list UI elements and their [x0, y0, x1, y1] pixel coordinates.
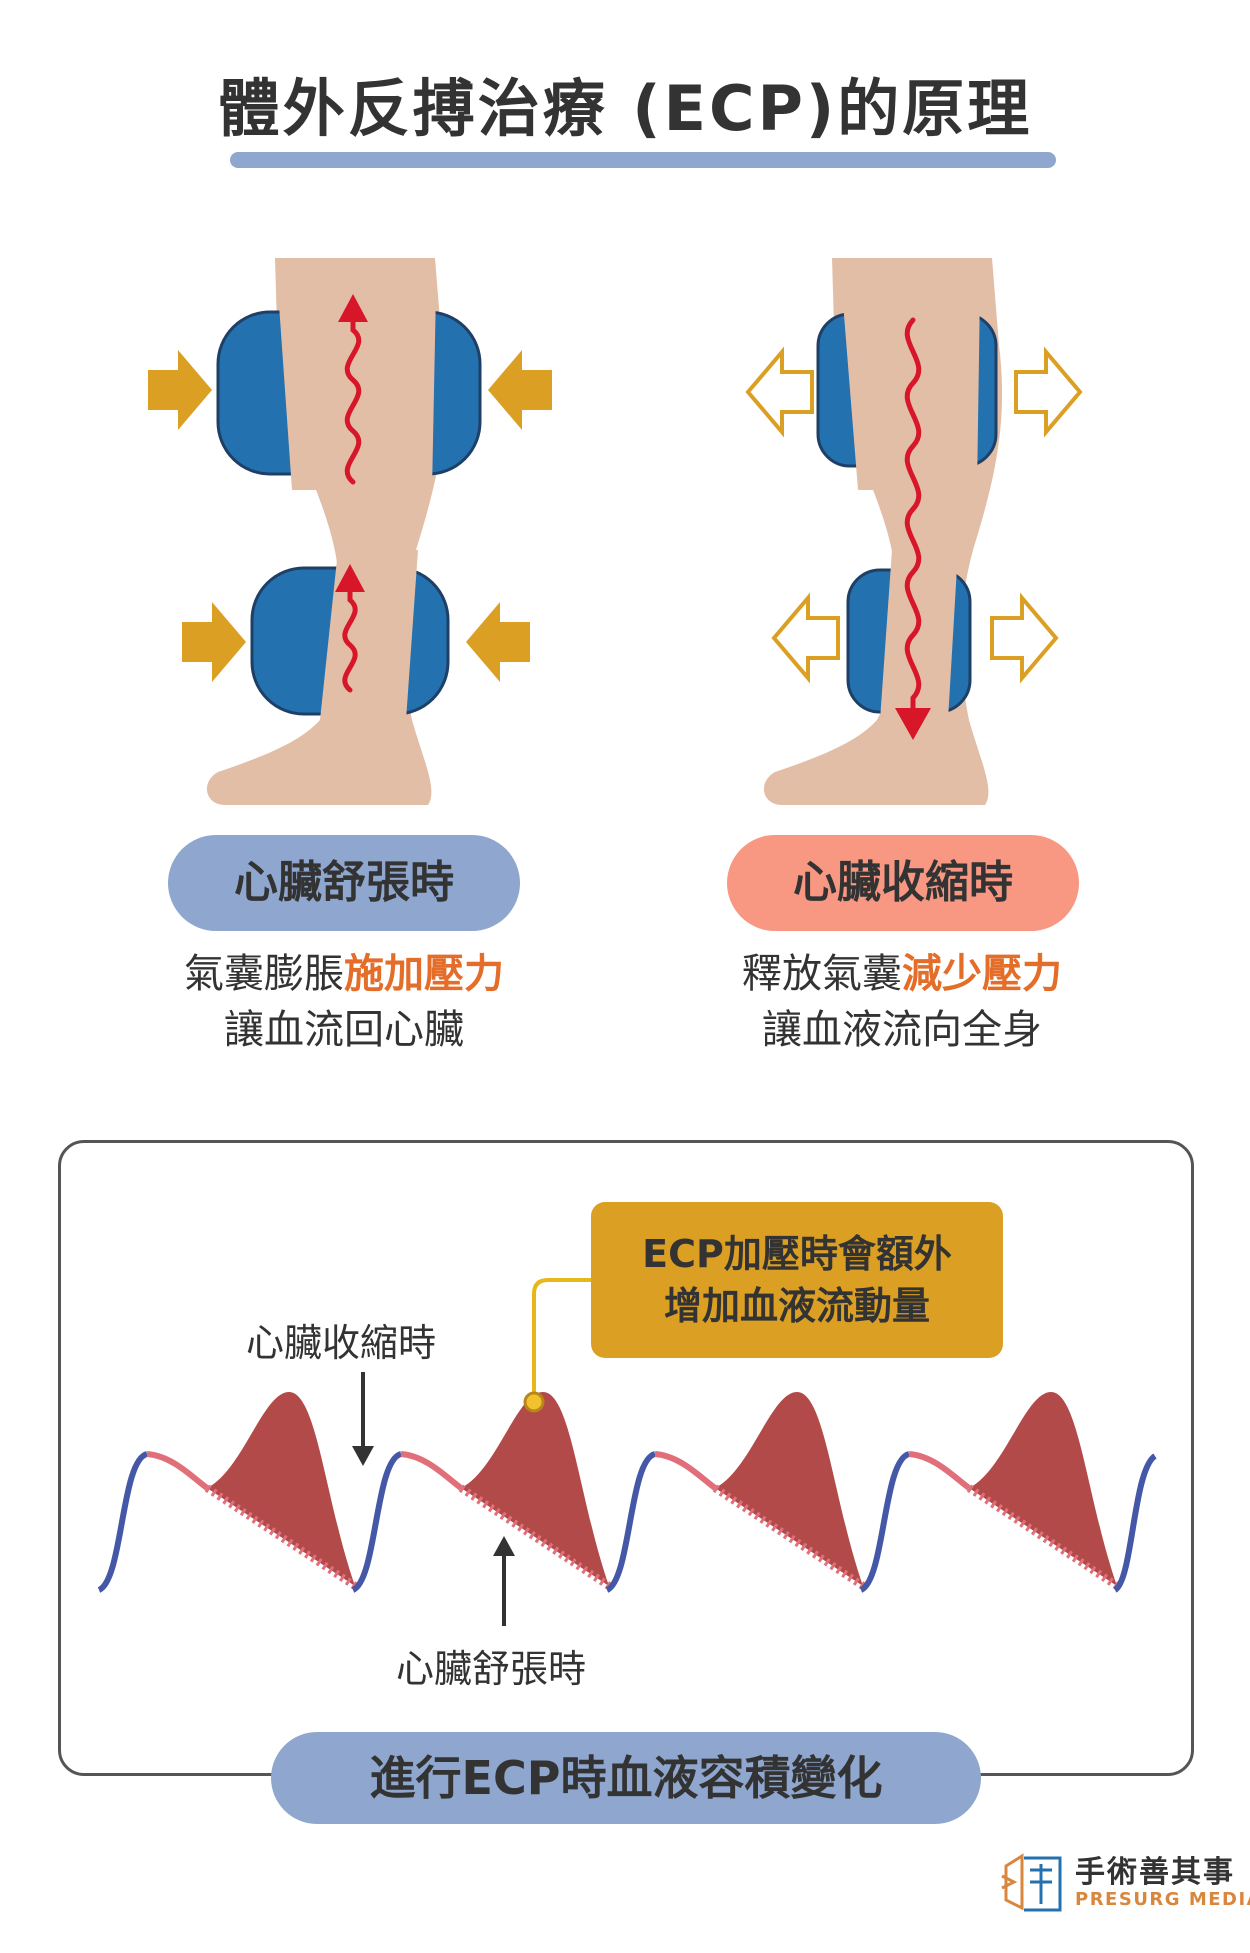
title-underline: [230, 152, 1056, 168]
callout-line1: ECP加壓時會額外: [642, 1232, 952, 1276]
systole-desc-line1: 釋放氣囊減少壓力: [652, 946, 1152, 1002]
callout-line2: 增加血液流動量: [663, 1284, 930, 1328]
callout-marker: [523, 1391, 545, 1413]
diastole-desc-line1: 氣囊膨脹施加壓力: [94, 946, 594, 1002]
ecp-augmentation-area: [715, 1392, 863, 1586]
waveform-cycles: [97, 1392, 1158, 1593]
ecp-augmentation-area: [461, 1392, 609, 1586]
lower-leg-overlay: [880, 550, 958, 720]
release-arrow-left-lower: [771, 592, 840, 684]
release-arrow-right-upper: [1014, 346, 1083, 438]
systolic-descent-line: [400, 1451, 463, 1491]
waveform-cycle: [605, 1392, 866, 1593]
systolic-rise-line: [859, 1451, 911, 1593]
diastole-pointer-arrow: [493, 1536, 515, 1626]
presurg-logo-icon: [1001, 1853, 1062, 1912]
waveform-cycle: [97, 1392, 358, 1593]
compress-arrow-right-upper: [488, 350, 552, 430]
chart-label-diastole: 心臟舒張時: [396, 1647, 587, 1691]
systole-desc-line2: 讓血液流向全身: [762, 1007, 1042, 1053]
chart-label-systole: 心臟收縮時: [246, 1321, 437, 1365]
systolic-rise-line: [1112, 1453, 1158, 1593]
leg-systole-illustration: [745, 258, 1083, 805]
callout-leader-line: [532, 1278, 591, 1398]
diastolic-baseline: [712, 1484, 866, 1590]
diastole-desc-prefix: 氣囊膨脹: [184, 951, 344, 997]
systole-description: 釋放氣囊減少壓力 讓血液流向全身: [652, 946, 1152, 1058]
diastolic-baseline: [966, 1484, 1120, 1590]
systolic-rise-line: [351, 1451, 403, 1593]
systolic-rise-line: [605, 1451, 657, 1593]
release-arrow-left-upper: [745, 346, 814, 438]
blood-volume-waveform: [97, 1278, 1158, 1626]
diastole-desc-line2: 讓血流回心臟: [224, 1007, 464, 1053]
leg-diastole-illustration: [148, 258, 552, 805]
diastolic-baseline: [204, 1484, 358, 1590]
upward-flow-arrow-lower: [335, 564, 365, 693]
brand-name-en: PRESURG MEDIA: [1075, 1889, 1250, 1910]
ecp-callout-box: ECP加壓時會額外 增加血液流動量: [591, 1202, 1003, 1358]
upward-flow-arrow-upper: [338, 294, 368, 485]
systole-desc-prefix: 釋放氣囊: [742, 951, 902, 997]
ecp-augmentation-area: [969, 1392, 1117, 1586]
systolic-rise-line: [97, 1451, 149, 1593]
page-title: 體外反搏治療 (ECP)的原理: [217, 72, 1033, 145]
systole-pointer-arrow: [352, 1372, 374, 1466]
diastolic-baseline: [458, 1484, 612, 1590]
brand-name-cn: 手術善其事: [1075, 1855, 1235, 1890]
waveform-cycle: [859, 1392, 1120, 1593]
waveform-cycle: [351, 1392, 612, 1593]
compress-arrow-left-lower: [182, 602, 246, 682]
diastole-description: 氣囊膨脹施加壓力 讓血流回心臟: [94, 946, 594, 1058]
compress-arrow-left-upper: [148, 350, 212, 430]
diastole-desc-highlight: 施加壓力: [344, 951, 504, 997]
systolic-descent-line: [146, 1451, 209, 1491]
chart-caption-pill: 進行ECP時血液容積變化: [271, 1732, 981, 1824]
systolic-descent-line: [654, 1451, 717, 1491]
systolic-descent-line: [908, 1451, 971, 1491]
downward-flow-arrow: [895, 317, 931, 740]
compress-arrow-right-lower: [466, 602, 530, 682]
ecp-augmentation-area: [207, 1392, 355, 1586]
systole-label-pill: 心臟收縮時: [727, 835, 1079, 931]
release-arrow-right-lower: [990, 592, 1059, 684]
systole-desc-highlight: 減少壓力: [902, 951, 1062, 997]
diastole-label-pill: 心臟舒張時: [168, 835, 520, 931]
